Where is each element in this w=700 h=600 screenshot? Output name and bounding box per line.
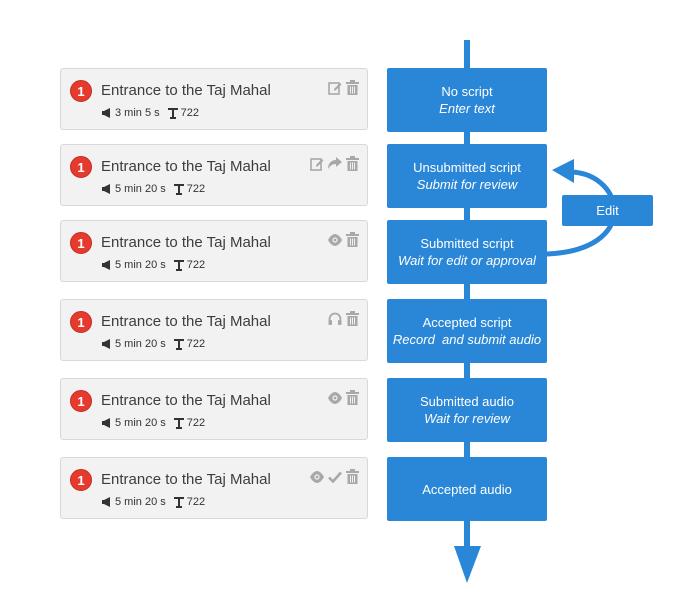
count-badge: 1	[70, 469, 92, 491]
status-action: Wait for edit or approval	[398, 253, 536, 268]
list-item-card[interactable]: 1 Entrance to the Taj Mahal 5 min 20 s 7…	[60, 378, 368, 440]
trash-icon[interactable]	[346, 390, 359, 405]
share-icon[interactable]	[328, 157, 342, 170]
word-count-label: 722	[186, 417, 206, 429]
edit-icon[interactable]	[328, 81, 342, 95]
megaphone-icon	[102, 497, 110, 507]
status-action: Wait for review	[424, 411, 510, 426]
main-flow-arrowhead	[454, 546, 481, 583]
edit-box: Edit	[562, 195, 653, 226]
item-meta: 3 min 5 s 722	[101, 107, 199, 119]
list-item-card[interactable]: 1 Entrance to the Taj Mahal 5 min 20 s 7…	[60, 144, 368, 206]
edit-loop-arrowhead	[552, 159, 574, 183]
text-icon	[173, 417, 184, 429]
edit-label: Edit	[596, 203, 619, 218]
status-box-accepted-audio: Accepted audio	[387, 457, 547, 521]
action-icons	[328, 232, 359, 247]
item-meta: 5 min 20 s 722	[101, 338, 205, 350]
list-item-card[interactable]: 1 Entrance to the Taj Mahal 3 min 5 s 72…	[60, 68, 368, 130]
word-count-label: 722	[186, 496, 206, 508]
text-icon	[173, 338, 184, 350]
status-action: Record and submit audio	[392, 332, 542, 347]
count-badge: 1	[70, 311, 92, 333]
count-badge: 1	[70, 80, 92, 102]
item-title: Entrance to the Taj Mahal	[101, 313, 271, 330]
status-label: Submitted audio	[420, 394, 514, 409]
duration-label: 3 min 5 s	[115, 107, 160, 119]
status-label: Accepted script	[422, 315, 512, 330]
status-box-accepted-script: Accepted script Record and submit audio	[387, 299, 547, 363]
word-count-label: 722	[186, 338, 206, 350]
word-count-label: 722	[186, 183, 206, 195]
duration-label: 5 min 20 s	[115, 496, 166, 508]
item-title: Entrance to the Taj Mahal	[101, 471, 271, 488]
duration-label: 5 min 20 s	[115, 183, 166, 195]
action-icons	[328, 311, 359, 326]
duration-label: 5 min 20 s	[115, 417, 166, 429]
action-icons	[310, 469, 359, 484]
text-icon	[173, 259, 184, 271]
action-icons	[328, 390, 359, 405]
megaphone-icon	[102, 418, 110, 428]
count-badge: 1	[70, 232, 92, 254]
trash-icon[interactable]	[346, 80, 359, 95]
item-title: Entrance to the Taj Mahal	[101, 82, 271, 99]
text-icon	[173, 496, 184, 508]
item-title: Entrance to the Taj Mahal	[101, 234, 271, 251]
eye-icon[interactable]	[328, 391, 342, 404]
list-item-card[interactable]: 1 Entrance to the Taj Mahal 5 min 20 s 7…	[60, 220, 368, 282]
trash-icon[interactable]	[346, 156, 359, 171]
list-item-card[interactable]: 1 Entrance to the Taj Mahal 5 min 20 s 7…	[60, 299, 368, 361]
status-box-unsubmitted-script: Unsubmitted script Submit for review	[387, 144, 547, 208]
status-label: Submitted script	[420, 236, 514, 251]
status-box-no-script: No script Enter text	[387, 68, 547, 132]
trash-icon[interactable]	[346, 311, 359, 326]
edit-icon[interactable]	[310, 157, 324, 171]
megaphone-icon	[102, 108, 110, 118]
headphones-icon[interactable]	[328, 312, 342, 325]
count-badge: 1	[70, 156, 92, 178]
list-item-card[interactable]: 1 Entrance to the Taj Mahal 5 min 20 s 7…	[60, 457, 368, 519]
duration-label: 5 min 20 s	[115, 259, 166, 271]
item-meta: 5 min 20 s 722	[101, 496, 205, 508]
item-meta: 5 min 20 s 722	[101, 417, 205, 429]
item-title: Entrance to the Taj Mahal	[101, 158, 271, 175]
check-icon[interactable]	[328, 471, 342, 483]
trash-icon[interactable]	[346, 232, 359, 247]
megaphone-icon	[102, 184, 110, 194]
action-icons	[328, 80, 359, 95]
eye-icon[interactable]	[328, 233, 342, 246]
megaphone-icon	[102, 339, 110, 349]
item-meta: 5 min 20 s 722	[101, 183, 205, 195]
status-box-submitted-script: Submitted script Wait for edit or approv…	[387, 220, 547, 284]
duration-label: 5 min 20 s	[115, 338, 166, 350]
item-title: Entrance to the Taj Mahal	[101, 392, 271, 409]
eye-icon[interactable]	[310, 470, 324, 483]
status-box-submitted-audio: Submitted audio Wait for review	[387, 378, 547, 442]
status-action: Enter text	[439, 101, 495, 116]
item-meta: 5 min 20 s 722	[101, 259, 205, 271]
text-icon	[167, 107, 178, 119]
trash-icon[interactable]	[346, 469, 359, 484]
word-count-label: 722	[186, 259, 206, 271]
status-label: No script	[441, 84, 493, 99]
status-action: Submit for review	[416, 177, 518, 192]
count-badge: 1	[70, 390, 92, 412]
word-count-label: 722	[180, 107, 199, 119]
action-icons	[310, 156, 359, 171]
megaphone-icon	[102, 260, 110, 270]
status-label: Accepted audio	[422, 481, 512, 497]
status-label: Unsubmitted script	[413, 160, 521, 175]
text-icon	[173, 183, 184, 195]
